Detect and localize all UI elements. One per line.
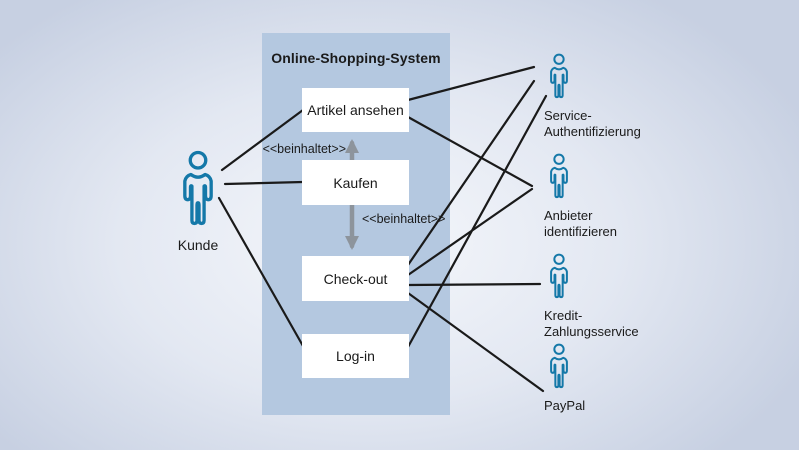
- system-title: Online-Shopping-System: [271, 50, 441, 66]
- actor-paypal: PayPal: [544, 340, 694, 414]
- actor-anbieter-identifizieren: Anbieter identifizieren: [544, 150, 694, 240]
- include-stereotype-label: <<beinhaltet>>: [262, 142, 346, 156]
- person-icon: [550, 53, 568, 99]
- include-stereotype-label: <<beinhaltet>>: [362, 212, 446, 226]
- use-case-log-in: Log-in: [302, 334, 409, 378]
- actor-label: Kredit- Zahlungsservice: [544, 308, 639, 339]
- use-case-label: Log-in: [336, 348, 375, 364]
- use-case-label: Check-out: [323, 270, 388, 287]
- actor-kredit-zahlungsservice: Kredit- Zahlungsservice: [544, 250, 694, 340]
- actor-service-authentifizierung: Service- Authentifizierung: [544, 50, 694, 140]
- person-icon: [550, 253, 568, 299]
- use-case-kaufen: Kaufen: [302, 160, 409, 205]
- use-case-label: Kaufen: [333, 174, 378, 191]
- person-icon: [550, 153, 568, 199]
- use-case-check-out: Check-out: [302, 256, 409, 301]
- use-case-artikel-ansehen: Artikel ansehen: [302, 88, 409, 132]
- actor-label: Service- Authentifizierung: [544, 108, 641, 139]
- person-icon: [183, 150, 213, 226]
- actor-label: PayPal: [544, 398, 586, 413]
- person-icon: [550, 343, 568, 389]
- actor-label: Kunde: [177, 237, 219, 253]
- actor-label: Anbieter identifizieren: [544, 208, 617, 239]
- use-case-label: Artikel ansehen: [307, 102, 404, 118]
- actor-kunde: Kunde: [168, 146, 228, 253]
